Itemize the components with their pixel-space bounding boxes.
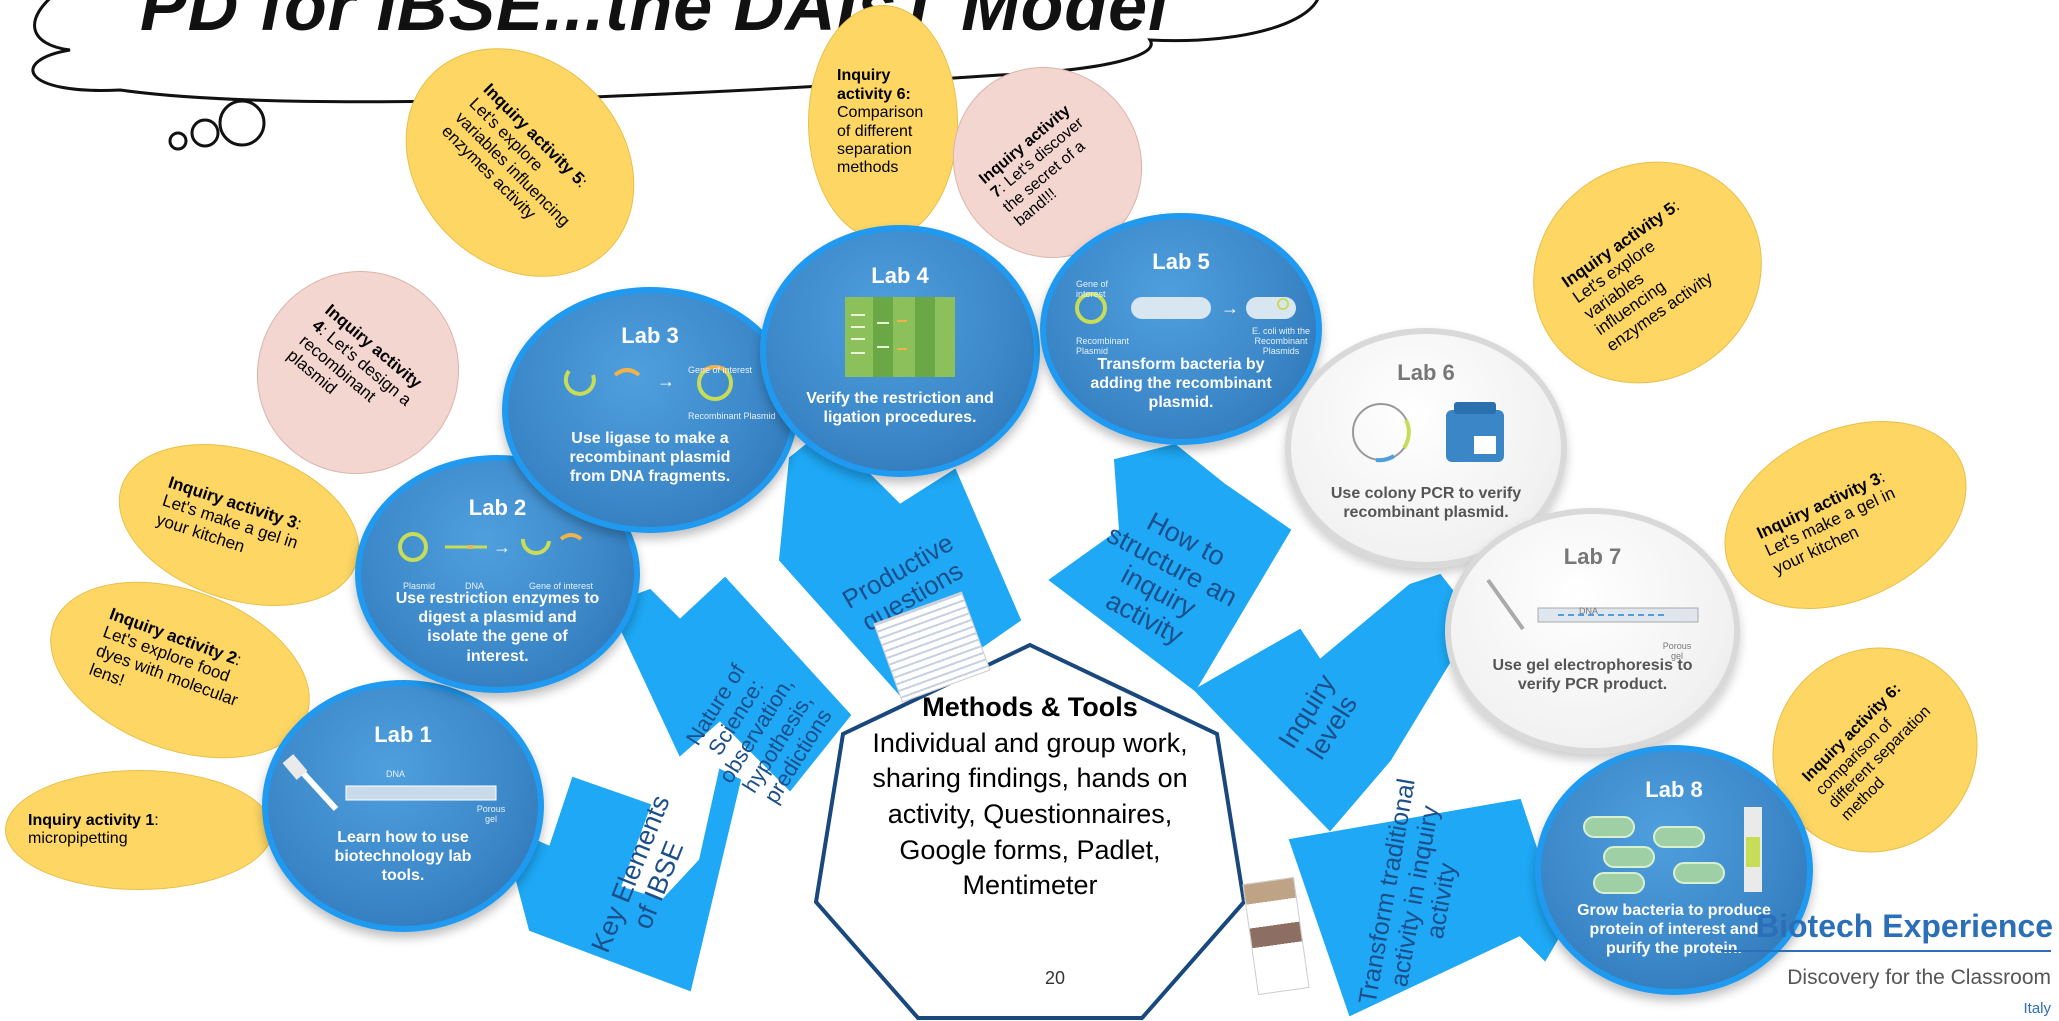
- lab-4-desc: Verify the restriction and ligation proc…: [806, 390, 994, 427]
- lab-7-electrophoresis-icon: [1485, 578, 1698, 631]
- lab-2-label-gene: Gene of interest: [529, 581, 594, 591]
- inquiry-oval-6: Inquiry activity 6: Comparison of differ…: [808, 5, 958, 240]
- brand-country: Italy: [2023, 1000, 2051, 1017]
- inquiry-1-text: : micropipetting: [28, 811, 159, 847]
- lab-2-label-dna: DNA: [465, 581, 485, 591]
- arrow-key-elements: [510, 768, 742, 992]
- lab-3-desc: Use ligase to make a recombinant plasmid…: [569, 430, 731, 486]
- brand-divider: [1721, 950, 2051, 952]
- lab-2-desc: Use restriction enzymes to digest a plas…: [395, 590, 600, 665]
- lab-1-label-dna: DNA: [386, 769, 406, 779]
- lab-8: Lab 8 Grow bacteria to produce protein o…: [1535, 745, 1813, 995]
- methods-heptagon: [813, 642, 1247, 1020]
- lab-1: Lab 1 DNA Porous gel Learn how to use bi…: [262, 680, 544, 932]
- lab-6-title: Lab 6: [1397, 360, 1455, 385]
- lab-4-title: Lab 4: [871, 263, 929, 288]
- lab-4: Lab 4 Verify the restriction and ligatio…: [760, 225, 1040, 477]
- lab-7-title: Lab 7: [1563, 544, 1622, 569]
- lab-3-label-plasmid: Recombinant Plasmid: [688, 411, 776, 421]
- lab-2-plasmid-diagram-icon: →: [397, 532, 582, 562]
- brand-tagline: Discovery for the Classroom: [1787, 966, 2051, 989]
- lab-1-micropipette-icon: [282, 754, 497, 812]
- lab-2-title: Lab 2: [468, 495, 527, 520]
- lab-1-title: Lab 1: [374, 722, 432, 747]
- lab-1-desc: Learn how to use biotechnology lab tools…: [334, 829, 472, 885]
- lab-2-label-plasmid: Plasmid: [403, 581, 436, 591]
- methods-tools-box: Methods & Tools Individual and group wor…: [860, 690, 1200, 904]
- lab-5-desc: Transform bacteria by adding the recombi…: [1090, 356, 1272, 412]
- arrow-inquiry-levels: [1193, 573, 1477, 832]
- lab-7-label-dna: DNA: [1579, 606, 1599, 616]
- lab-6-desc: Use colony PCR to verify recombinant pla…: [1330, 485, 1522, 522]
- lab-5-title: Lab 5: [1152, 249, 1210, 274]
- lab-8-culture-icon: [1583, 807, 1762, 894]
- lab-7: Lab 7 DNA Porous gel Use gel electrophor…: [1445, 508, 1740, 754]
- inquiry-6-title: Inquiry activity 6:: [837, 67, 911, 103]
- lab-5-label-ecoli: E. coli with the Recombinant Plasmids: [1251, 326, 1311, 356]
- lab-5: Lab 5 → Gene of interest Recombinant Pla…: [1040, 213, 1322, 445]
- lab-7-label-gel: Porous gel: [1662, 641, 1692, 661]
- lab-8-title: Lab 8: [1645, 777, 1703, 802]
- lab-7-desc: Use gel electrophoresis to verify PCR pr…: [1492, 657, 1693, 694]
- inquiry-6-text: Comparison of different separation metho…: [837, 104, 924, 177]
- svg-text:→: →: [657, 371, 675, 391]
- page-title: PD for IBSE...the DAIsT Model: [140, 0, 1169, 45]
- lab-3-title: Lab 3: [621, 323, 679, 348]
- lab-5-label-plasmid: Recombinant Plasmid: [1076, 336, 1130, 356]
- methods-heading: Methods & Tools: [922, 692, 1138, 722]
- methods-body: Individual and group work, sharing findi…: [872, 727, 1188, 901]
- lab-8-desc: Grow bacteria to produce protein of inte…: [1577, 902, 1771, 958]
- lab-5-bacteria-icon: →: [1075, 292, 1296, 324]
- lab-3-ligation-icon: →: [563, 365, 733, 401]
- arrow-nature-science: [608, 576, 852, 792]
- lab-4-gel-icon: [845, 297, 955, 377]
- svg-text:→: →: [493, 537, 511, 557]
- lab-5-label-gene: Gene of interest: [1076, 279, 1109, 299]
- lab-1-label-gel: Porous gel: [476, 804, 506, 824]
- inquiry-oval-1: Inquiry activity 1: micropipetting: [5, 770, 273, 890]
- inquiry-1-title: Inquiry activity 1: [28, 811, 155, 829]
- page-number: 20: [1045, 968, 1066, 988]
- brand-name: Biotech Experience: [1756, 908, 2053, 944]
- arrow-structure-inquiry: [1048, 443, 1292, 692]
- svg-text:→: →: [1221, 298, 1239, 318]
- lab-6-pcr-icon: [1352, 402, 1504, 463]
- lab-3: Lab 3 → Gene of interest Recombinant Pla…: [502, 287, 798, 533]
- lab-3-label-gene: Gene of interest: [688, 365, 753, 375]
